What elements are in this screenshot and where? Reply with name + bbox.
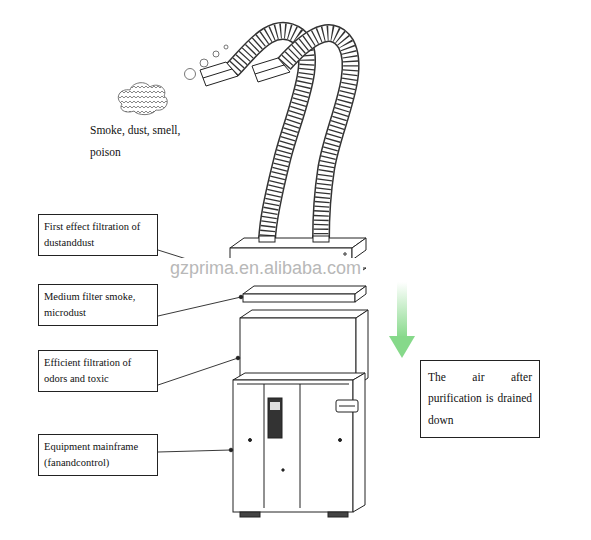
suction-hoods xyxy=(200,58,290,86)
leader-lines xyxy=(158,250,243,452)
source-label: Smoke, dust, smell, poison xyxy=(88,120,184,164)
callout-box: Efficient filtration of odors and toxic xyxy=(38,350,158,392)
box-text: Efficient filtration of odors and toxic xyxy=(44,355,152,387)
top-plate xyxy=(230,236,366,260)
watermark: gzprima.en.alibaba.com xyxy=(168,258,363,280)
note-box: The air after purification is drained do… xyxy=(420,360,540,438)
callout-box: Equipment mainframe (fanandcontrol) xyxy=(38,434,158,476)
callout-box: Medium filter smoke, microdust xyxy=(38,284,158,326)
box-text: The air after purification is drained do… xyxy=(428,367,532,431)
smoke-cloud xyxy=(118,83,167,115)
box-text: Medium filter smoke, microdust xyxy=(44,289,152,321)
box-text: First effect filtration of dustanddust xyxy=(44,219,152,251)
airflow-arrow xyxy=(389,282,415,358)
extraction-hoses xyxy=(232,31,351,240)
medium-filter xyxy=(243,286,366,302)
mainframe-cabinet xyxy=(233,373,365,517)
box-text: Equipment mainframe (fanandcontrol) xyxy=(44,439,152,471)
callout-box: First effect filtration of dustanddust xyxy=(38,214,158,256)
